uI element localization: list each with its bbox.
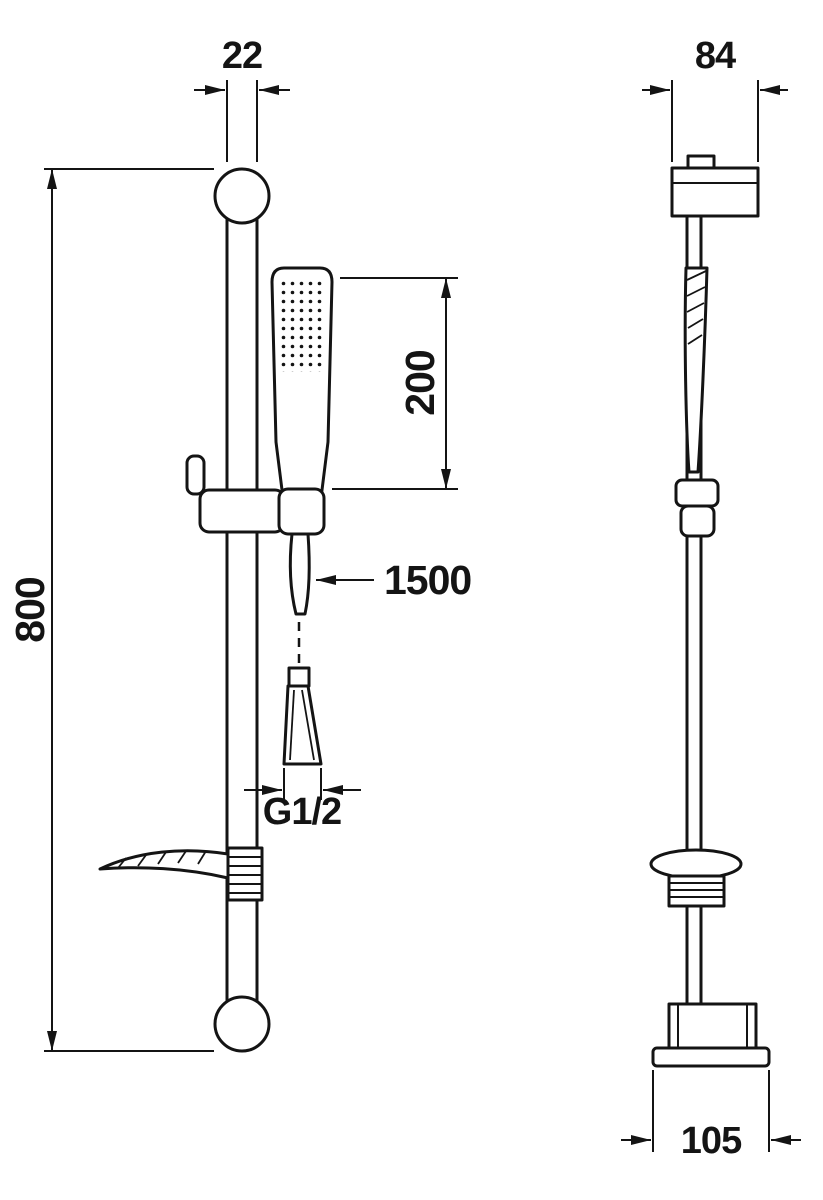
spray-face-dots <box>281 278 323 372</box>
side-soap-dish <box>649 848 743 880</box>
front-view: 22 800 200 1500 G1/2 <box>7 35 472 1053</box>
front-rail-bottom-cap <box>213 995 271 1053</box>
front-rail-top-cap <box>213 167 271 225</box>
side-bottom-bracket-base <box>651 1046 771 1068</box>
hatch-line <box>117 857 127 869</box>
handset-holder-cup <box>277 487 326 536</box>
hatch-line <box>686 302 705 313</box>
dim-bottom-bracket-width: 105 <box>621 1070 801 1162</box>
hatch-line <box>197 850 207 865</box>
callout-hose-length: 1500 <box>316 557 472 603</box>
dim-label-handset-length: 200 <box>397 350 443 416</box>
dim-bar-length: 800 <box>7 168 214 1052</box>
dim-label-connector-thread: G1/2 <box>263 791 341 833</box>
dim-handset-length: 200 <box>332 277 458 490</box>
dim-rail-width: 22 <box>194 35 290 162</box>
side-handset-hatch <box>686 270 707 345</box>
dim-label-rail-width: 22 <box>222 35 262 77</box>
hatch-line <box>686 286 706 297</box>
side-handset-profile <box>683 266 709 474</box>
dim-connector-thread: G1/2 <box>244 768 361 833</box>
side-soap-dish-ribs <box>669 882 724 898</box>
hose-connector-nut <box>287 666 311 688</box>
side-holder-upper <box>674 478 720 508</box>
side-view: 84 105 <box>621 35 801 1162</box>
hatch-line <box>687 334 703 345</box>
soap-dish-clamp-ribs <box>228 856 262 894</box>
slider-lock-knob <box>185 454 206 496</box>
cone-detail-line <box>301 689 315 761</box>
hatch-line <box>687 318 704 329</box>
hatch-line <box>157 851 167 865</box>
hatch-line <box>137 854 147 867</box>
hatch-line <box>177 850 187 864</box>
dim-label-bar-length: 800 <box>7 577 53 643</box>
side-holder-lower <box>679 504 716 538</box>
cone-detail-line <box>289 689 295 761</box>
dim-label-top-bracket-width: 84 <box>695 35 736 77</box>
dim-label-hose-length: 1500 <box>384 557 471 603</box>
slider-clamp <box>198 488 286 534</box>
side-bottom-bracket-body <box>667 1002 758 1052</box>
side-top-bracket <box>670 166 760 218</box>
dim-top-bracket-width: 84 <box>642 35 788 162</box>
shower-hose <box>288 532 311 616</box>
hatch-line <box>686 270 707 281</box>
dim-label-bottom-bracket-width: 105 <box>681 1120 742 1162</box>
soap-dish-hatch <box>117 850 207 869</box>
